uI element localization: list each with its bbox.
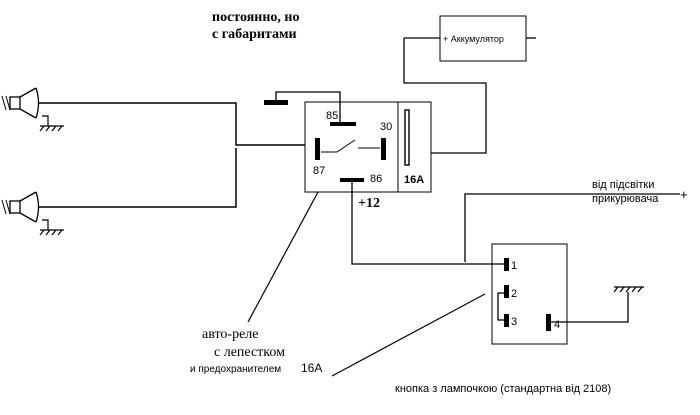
terminal-87 bbox=[315, 138, 320, 160]
horn-bottom-icon bbox=[1, 191, 40, 223]
button-terminals bbox=[504, 258, 551, 331]
top-note-line1: постоянно, но bbox=[212, 10, 299, 25]
relay-terminals bbox=[315, 122, 386, 182]
relay-caption-line2: с лепестком bbox=[214, 345, 285, 360]
battery-wires bbox=[403, 37, 536, 154]
relay-caption-fuse: 16А bbox=[301, 361, 322, 375]
ground-button-icon bbox=[613, 286, 644, 293]
backlight-plus-label: + bbox=[680, 187, 688, 202]
fuse-rating-label: 16А bbox=[404, 174, 424, 186]
relay-caption-line1: авто-реле bbox=[202, 327, 259, 342]
jumper-85 bbox=[264, 91, 341, 122]
button-terminal-1 bbox=[504, 258, 509, 271]
backlight-label-line2: прикурювача bbox=[592, 193, 659, 205]
button-bridge-2-3 bbox=[497, 292, 504, 321]
button-caption: кнопка з лампочкою (стандартна від 2108) bbox=[395, 383, 611, 395]
leader-lines bbox=[247, 191, 486, 377]
top-note-line2: с габаритами bbox=[212, 27, 297, 42]
terminal-30 bbox=[381, 138, 386, 160]
button-terminal-3 bbox=[504, 314, 509, 327]
relay-pin-87-label: 87 bbox=[313, 165, 325, 177]
fuse-box bbox=[397, 101, 432, 193]
relay-pin-85-label: 85 bbox=[326, 110, 338, 122]
backlight-label-line1: від підсвітки bbox=[592, 179, 654, 191]
button-pin-1-label: 1 bbox=[511, 260, 517, 272]
relay-pin-30-label: 30 bbox=[380, 121, 392, 133]
relay-pin-86-label: 86 bbox=[370, 173, 382, 185]
fuse-element bbox=[404, 109, 410, 166]
button-pin-4-label: 4 bbox=[554, 319, 560, 331]
plus12-label: +12 bbox=[358, 196, 380, 211]
button-terminal-2 bbox=[504, 285, 509, 298]
battery-label: + Аккумулятор bbox=[443, 34, 504, 44]
horn-wires bbox=[38, 102, 318, 208]
horn-top-icon bbox=[1, 87, 40, 119]
relay-switch bbox=[321, 139, 380, 153]
button-terminal-4 bbox=[546, 314, 551, 331]
terminal-86 bbox=[340, 178, 364, 182]
relay-caption-line3: и предохранителем bbox=[190, 364, 281, 375]
ground-horn-top-icon bbox=[39, 115, 64, 132]
battery-box bbox=[439, 15, 527, 62]
button-pin-2-label: 2 bbox=[511, 288, 517, 300]
button-wires bbox=[351, 182, 680, 323]
button-pin-3-label: 3 bbox=[511, 316, 517, 328]
ground-horn-bottom-icon bbox=[39, 219, 64, 236]
terminal-85 bbox=[330, 122, 356, 126]
